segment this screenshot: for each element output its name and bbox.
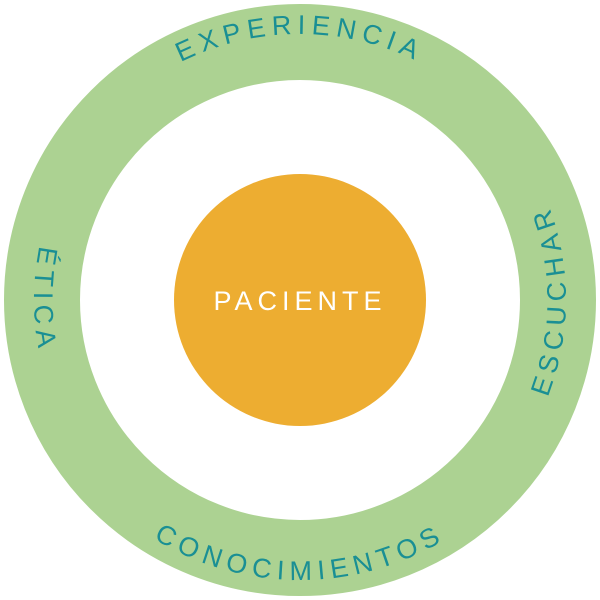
center-circle [174,174,426,426]
outer-ring [4,4,596,596]
center-label: PACIENTE [213,286,386,316]
ring-label-left-path: ÉTICA [28,245,57,356]
ring-label-left: ÉTICA [28,245,63,356]
